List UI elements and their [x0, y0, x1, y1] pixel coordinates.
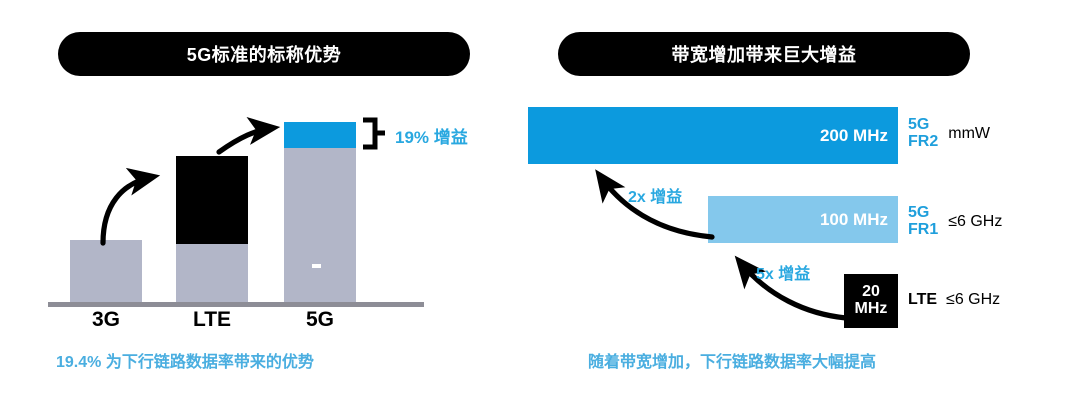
gain-bracket-icon	[363, 117, 385, 150]
gain-bracket-group	[363, 117, 385, 150]
bar-5g-dash-mark	[312, 264, 321, 268]
tech-line-2: FR2	[908, 132, 939, 150]
left-panel-caption: 19.4% 为下行链路数据率带来的优势	[56, 354, 314, 371]
arrow-5x-gain	[734, 255, 849, 321]
left-panel-title: 5G标准的标称优势	[58, 32, 470, 76]
bar-value-100mhz: 100 MHz	[819, 209, 888, 229]
gain-label-5x: 5x 增益	[756, 266, 811, 283]
tech-line-1: LTE	[908, 290, 938, 308]
band-label-mmw: mmW	[948, 124, 990, 142]
category-label-3g: 3G	[91, 308, 120, 331]
bar-lte-increment	[176, 156, 248, 244]
tech-label-5g-fr1: 5G FR1	[908, 204, 939, 239]
bar-value-200mhz: 200 MHz	[819, 125, 888, 145]
row-label-5g-fr2: 5G FR2 mmW	[908, 116, 990, 151]
category-label-5g: 5G	[305, 308, 334, 331]
bar-3g	[70, 240, 142, 302]
gain-label-2x: 2x 增益	[628, 189, 683, 206]
tech-line-1: 5G	[908, 204, 930, 221]
row-label-5g-fr1: 5G FR1 ≤6 GHz	[908, 204, 1003, 239]
tech-line-1: 5G	[908, 116, 930, 133]
bar-lte-base	[176, 244, 248, 302]
bar-5g-fr1: 100 MHz	[708, 196, 898, 243]
chart-baseline	[48, 302, 424, 307]
nominal-advantage-bar-chart: 19% 增益 3G LTE 5G	[0, 0, 528, 408]
bar-lte: 20 MHz	[844, 274, 898, 328]
right-panel-caption: 随着带宽增加，下行链路数据率大幅提高	[588, 354, 877, 371]
tech-label-lte: LTE	[908, 290, 938, 309]
left-panel: 5G标准的标称优势 19% 增益 3G LT	[0, 0, 528, 408]
arrow-3g-to-lte	[100, 167, 161, 246]
bandwidth-gain-arrows	[595, 169, 849, 321]
arrow-2x-gain	[595, 169, 715, 240]
bandwidth-gain-bar-chart: 200 MHz 5G FR2 mmW 100 MHz 5G FR1 ≤6 GHz…	[528, 0, 1080, 408]
growth-arrows	[100, 117, 281, 246]
right-panel-title: 带宽增加带来巨大增益	[558, 32, 970, 76]
tech-line-2: FR1	[908, 220, 939, 238]
category-label-lte: LTE	[192, 308, 232, 331]
band-label-sub6-fr1: ≤6 GHz	[948, 212, 1003, 230]
bar-5g-increment	[284, 122, 356, 148]
arrow-lte-to-5g	[216, 117, 281, 155]
gain-19-label: 19% 增益	[395, 128, 468, 147]
tech-label-5g-fr2: 5G FR2	[908, 116, 939, 151]
right-panel: 带宽增加带来巨大增益 200 MHz 5G FR2 mmW 100 MHz 5G…	[528, 0, 1080, 408]
bar-value-unit: MHz	[854, 300, 888, 317]
bar-5g-fr2: 200 MHz	[528, 107, 898, 164]
bar-value-20: 20	[862, 283, 880, 301]
bar-5g-base	[284, 147, 356, 302]
row-label-lte: LTE ≤6 GHz	[908, 291, 1000, 309]
band-label-sub6-lte: ≤6 GHz	[946, 291, 1001, 308]
